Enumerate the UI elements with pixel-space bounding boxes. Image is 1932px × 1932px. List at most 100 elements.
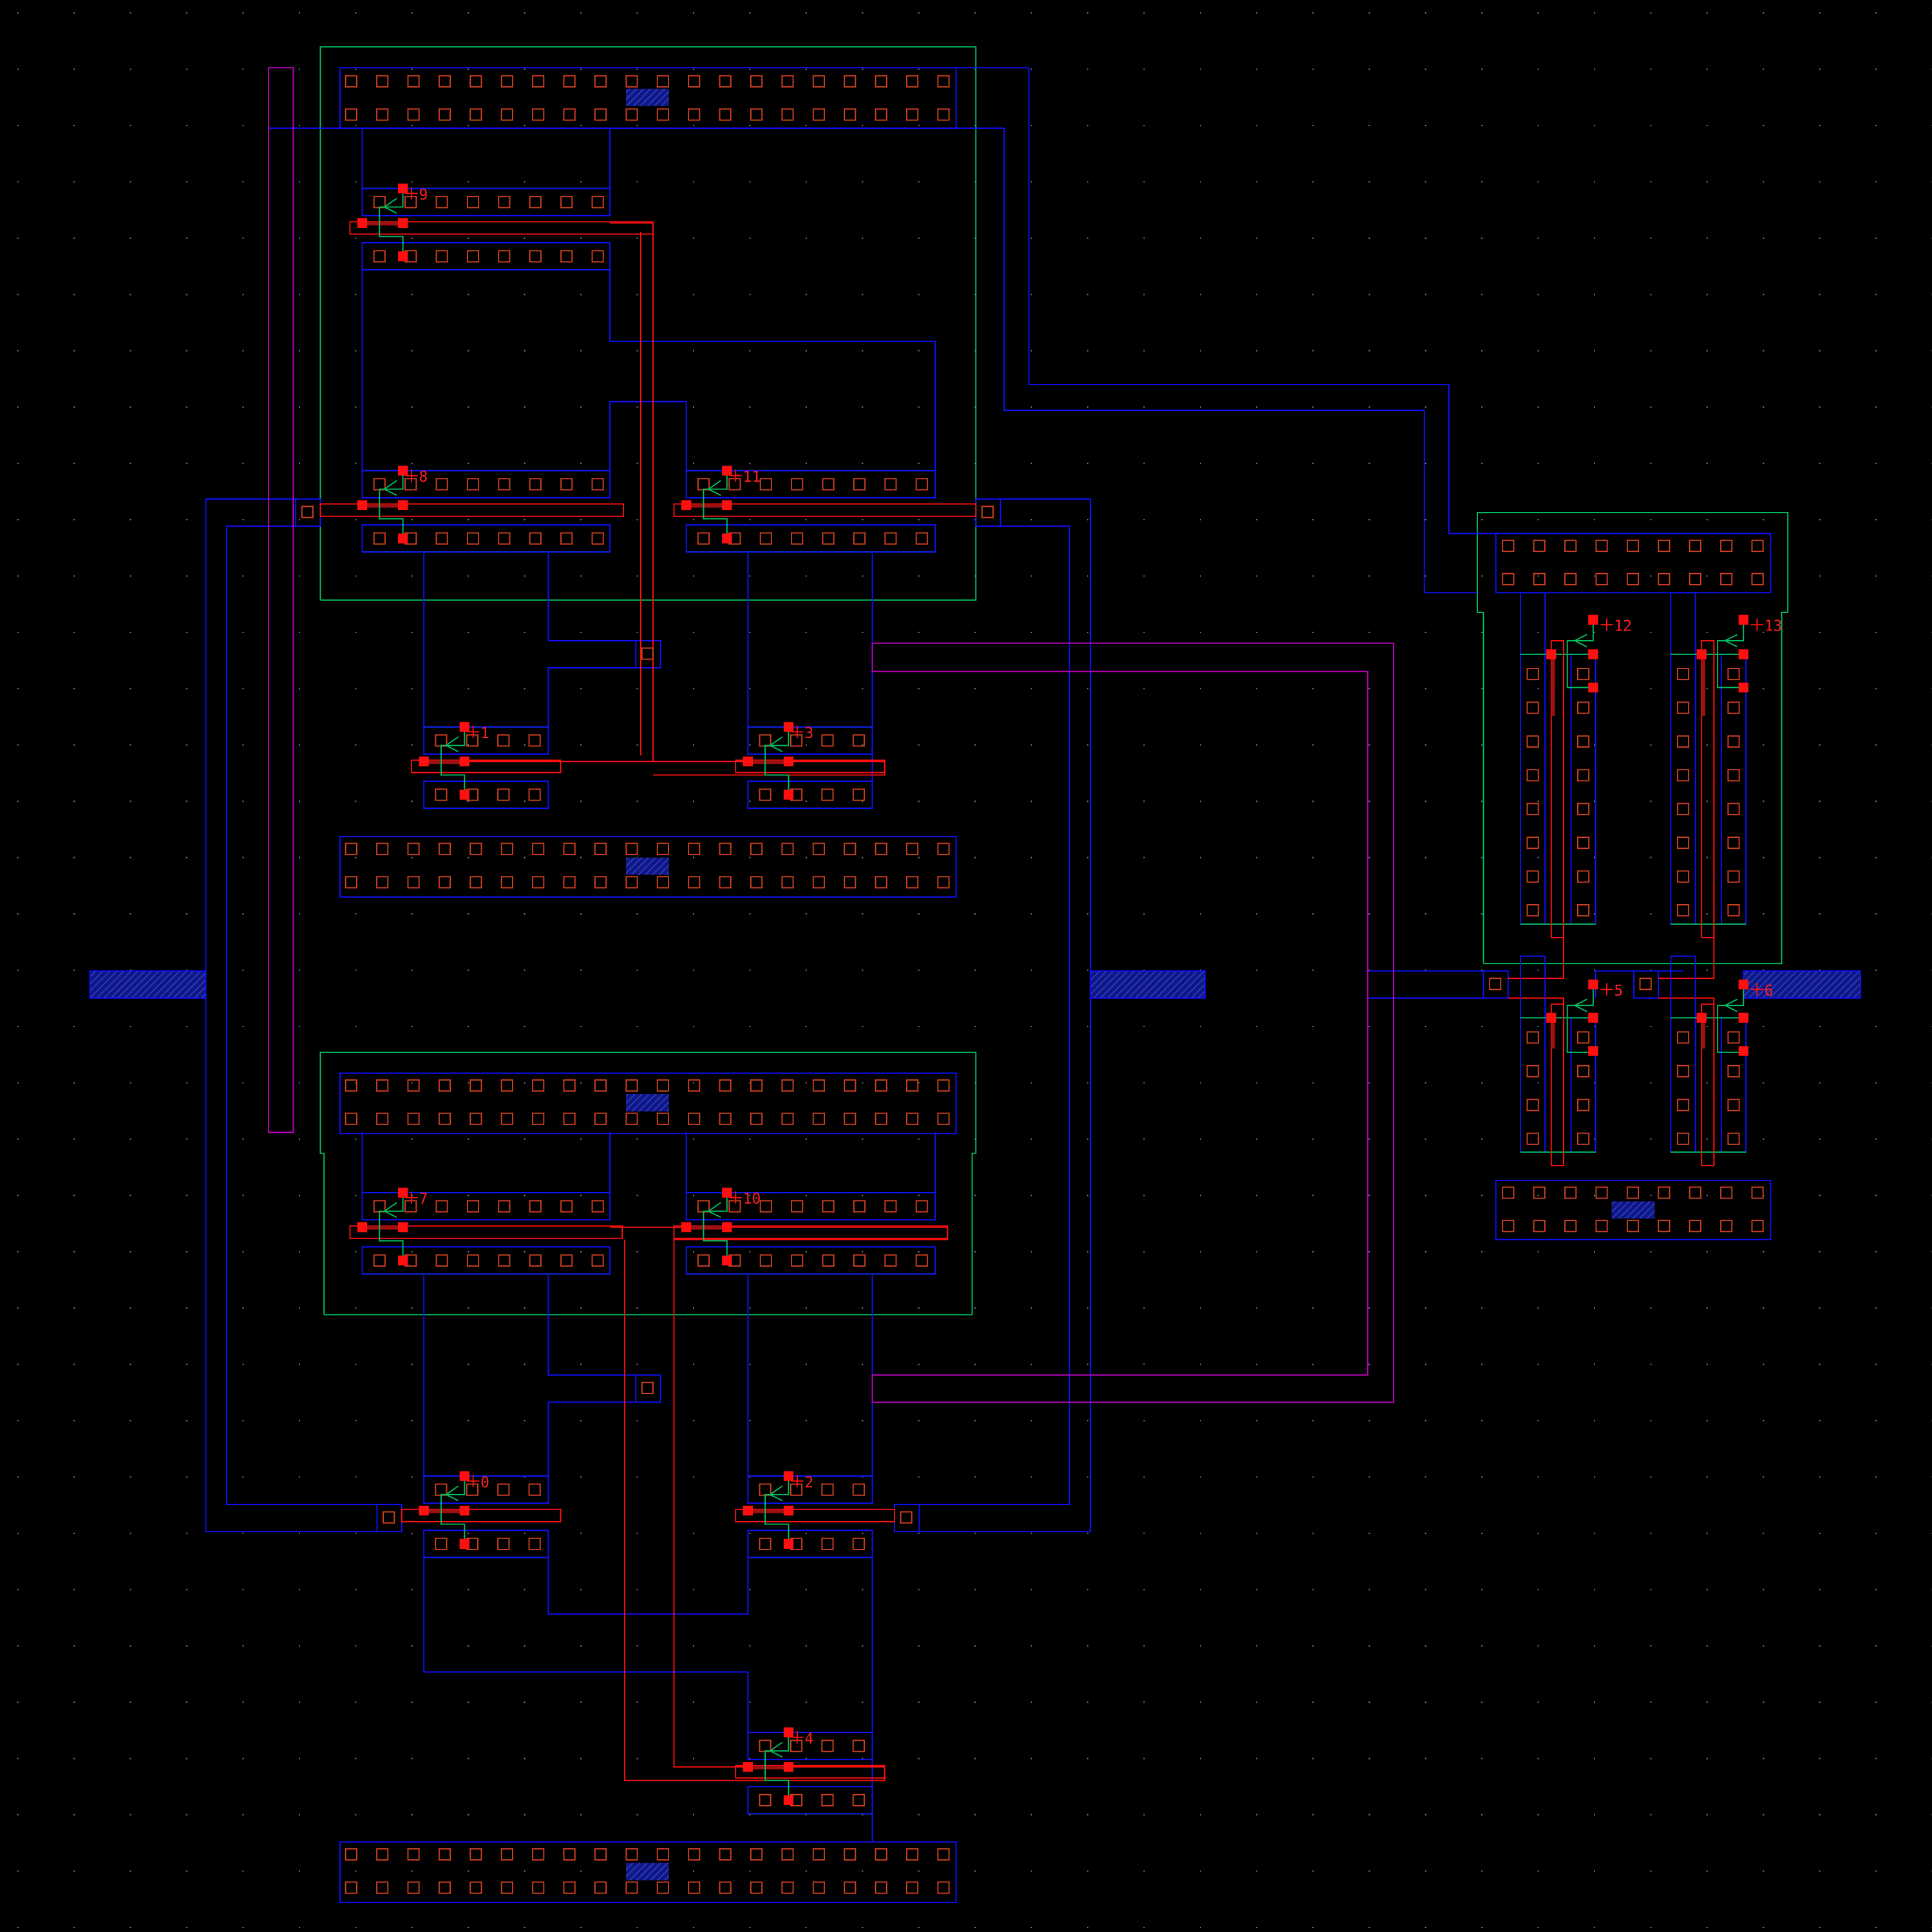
transistor-label-group[interactable]: 1 — [467, 725, 489, 742]
terminal-node[interactable] — [1546, 649, 1557, 659]
contact — [528, 734, 541, 747]
terminal-node[interactable] — [783, 1506, 794, 1516]
contact — [1577, 1065, 1590, 1077]
transistor-0[interactable]: 0 — [401, 1471, 562, 1558]
terminal-node[interactable] — [357, 500, 368, 511]
transistor-label-group[interactable]: 4 — [791, 1730, 813, 1747]
terminal-node[interactable] — [1696, 1012, 1707, 1023]
terminal-node[interactable] — [722, 1222, 732, 1233]
terminal-node[interactable] — [357, 1222, 368, 1233]
transistor-label-group[interactable]: 2 — [791, 1474, 813, 1491]
transistor-3[interactable]: 3 — [735, 722, 886, 810]
transistor-10[interactable]: 10 — [673, 1188, 949, 1275]
transistor-label-group[interactable]: 5 — [1600, 983, 1623, 999]
contact — [404, 1200, 417, 1213]
terminal-node[interactable] — [783, 722, 794, 732]
contact — [728, 478, 741, 491]
terminal-node[interactable] — [1738, 682, 1748, 693]
terminal-node[interactable] — [1588, 1046, 1598, 1056]
terminal-node[interactable] — [722, 533, 732, 544]
transistor-label-group[interactable]: 6 — [1750, 983, 1774, 999]
transistor-2[interactable]: 2 — [735, 1471, 895, 1558]
transistor-label-group[interactable]: 10 — [729, 1191, 761, 1208]
transistor-13[interactable]: 13 — [1670, 592, 1783, 938]
terminal-node[interactable] — [397, 251, 408, 261]
terminal-node[interactable] — [1588, 980, 1598, 990]
contact — [884, 478, 897, 491]
transistor-label-group[interactable]: 3 — [791, 725, 813, 742]
terminal-node[interactable] — [1738, 980, 1748, 990]
transistor-11[interactable]: 11 — [673, 466, 977, 553]
terminal-node[interactable] — [419, 1506, 429, 1516]
terminal-node[interactable] — [783, 1761, 794, 1772]
terminal-node[interactable] — [459, 722, 469, 732]
poly-wire — [425, 222, 654, 762]
transistor-9[interactable]: 9 — [349, 184, 654, 270]
contact — [1564, 1220, 1577, 1233]
terminal-node[interactable] — [397, 218, 408, 228]
terminal-node[interactable] — [397, 466, 408, 476]
transistor-label-group[interactable]: 12 — [1600, 618, 1632, 635]
terminal-node[interactable] — [1588, 682, 1598, 693]
transistor-1[interactable]: 1 — [411, 722, 562, 810]
transistor-4[interactable]: 4 — [735, 1727, 886, 1815]
transistor-label-group[interactable]: 7 — [405, 1191, 428, 1208]
terminal-node[interactable] — [397, 1188, 408, 1198]
terminal-node[interactable] — [459, 1539, 469, 1549]
gate-channel — [686, 504, 727, 508]
transistor-label-group[interactable]: 8 — [405, 469, 428, 486]
terminal-node[interactable] — [1738, 1046, 1748, 1056]
terminal-node[interactable] — [419, 756, 429, 767]
terminal-node[interactable] — [743, 756, 753, 767]
terminal-node[interactable] — [681, 500, 692, 511]
transistor-label: 4 — [804, 1730, 813, 1747]
terminal-node[interactable] — [397, 1255, 408, 1265]
terminal-node[interactable] — [459, 1471, 469, 1481]
terminal-node[interactable] — [459, 756, 469, 767]
terminal-node[interactable] — [1696, 649, 1707, 659]
transistor-label-group[interactable]: 11 — [729, 469, 761, 486]
terminal-node[interactable] — [1588, 1012, 1598, 1023]
transistor-8[interactable]: 8 — [319, 466, 625, 553]
transistor-label: 0 — [480, 1474, 489, 1491]
terminal-node[interactable] — [722, 1188, 732, 1198]
contact — [1676, 735, 1690, 748]
terminal-node[interactable] — [459, 790, 469, 800]
terminal-node[interactable] — [1588, 614, 1598, 625]
transistor-5[interactable]: 5 — [1520, 955, 1623, 1166]
transistor-label-group[interactable]: 9 — [405, 187, 428, 204]
terminal-node[interactable] — [1546, 1012, 1557, 1023]
terminal-node[interactable] — [722, 1255, 732, 1265]
terminal-node[interactable] — [1588, 649, 1598, 659]
contact — [1577, 904, 1590, 917]
terminal-node[interactable] — [397, 1222, 408, 1233]
terminal-node[interactable] — [397, 184, 408, 194]
terminal-node[interactable] — [459, 1506, 469, 1516]
terminal-node[interactable] — [783, 756, 794, 767]
terminal-node[interactable] — [743, 1506, 753, 1516]
transistor-label-group[interactable]: 0 — [467, 1474, 489, 1491]
terminal-node[interactable] — [783, 1727, 794, 1738]
terminal-node[interactable] — [681, 1222, 692, 1233]
transistor-6[interactable]: 6 — [1670, 955, 1774, 1166]
terminal-node[interactable] — [1738, 1012, 1748, 1023]
terminal-node[interactable] — [722, 466, 732, 476]
source-metal — [747, 781, 873, 810]
terminal-node[interactable] — [783, 1539, 794, 1549]
terminal-node[interactable] — [722, 500, 732, 511]
terminal-node[interactable] — [783, 790, 794, 800]
terminal-node[interactable] — [357, 218, 368, 228]
terminal-node[interactable] — [743, 1761, 753, 1772]
terminal-node[interactable] — [397, 533, 408, 544]
terminal-node[interactable] — [1738, 614, 1748, 625]
transistor-12[interactable]: 12 — [1520, 592, 1632, 938]
terminal-node[interactable] — [783, 1471, 794, 1481]
terminal-node[interactable] — [1738, 649, 1748, 659]
source-metal — [685, 524, 936, 553]
terminal-node[interactable] — [783, 1795, 794, 1805]
transistor-7[interactable]: 7 — [349, 1188, 623, 1275]
rail-contact — [563, 108, 576, 121]
transistor-label-group[interactable]: 13 — [1750, 618, 1783, 635]
terminal-node[interactable] — [397, 500, 408, 511]
